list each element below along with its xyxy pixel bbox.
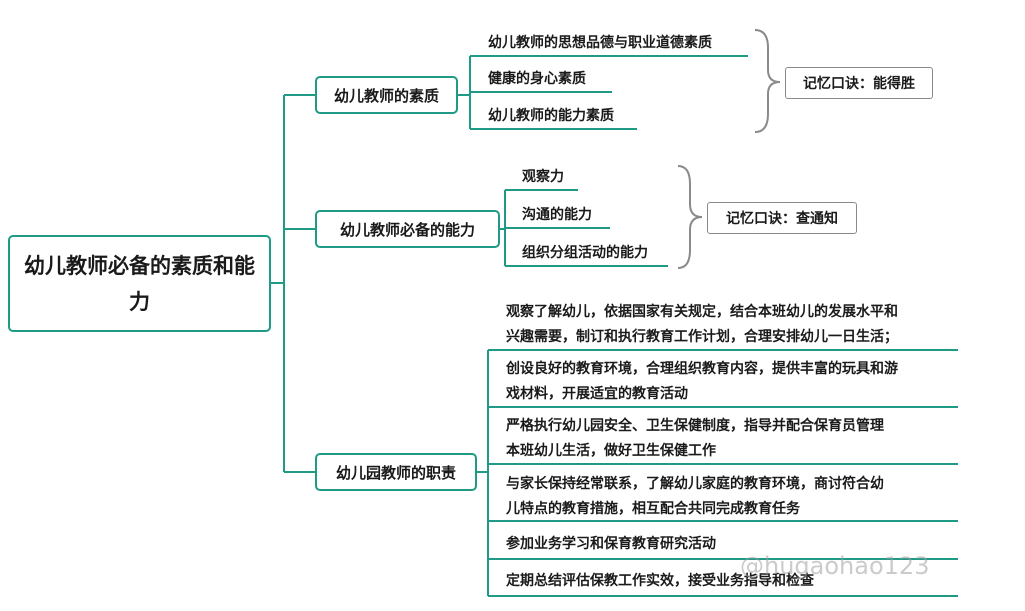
- leaf-item: 幼儿教师的能力素质: [488, 108, 614, 124]
- duty-item: 定期总结评估保教工作实效，接受业务指导和检查: [506, 569, 814, 594]
- duty-line: 创设良好的教育环境，合理组织教育内容，提供丰富的玩具和游: [506, 361, 898, 377]
- leaf-item: 观察力: [522, 169, 564, 185]
- watermark: @hugaohao123: [740, 552, 930, 580]
- brace-2: [677, 165, 703, 269]
- leaf-item: 幼儿教师的思想品德与职业道德素质: [488, 35, 712, 51]
- mnemonic-box: 记忆口诀：查通知: [707, 202, 857, 234]
- duty-line: 观察了解幼儿，依据国家有关规定，结合本班幼儿的发展水平和: [506, 304, 898, 320]
- duty-line: 严格执行幼儿园安全、卫生保健制度，指导并配合保育员管理: [506, 418, 884, 434]
- duty-item: 参加业务学习和保育教育研究活动: [506, 532, 716, 557]
- branch-label: 幼儿园教师的职责: [335, 463, 456, 482]
- branch-node-qualities: 幼儿教师的素质: [315, 76, 458, 114]
- branch-node-duties: 幼儿园教师的职责: [315, 453, 477, 491]
- root-title: 幼儿教师必备的素质和能力: [24, 253, 255, 314]
- branch-label: 幼儿教师的素质: [333, 86, 439, 105]
- branch-label: 幼儿教师必备的能力: [339, 220, 475, 239]
- duty-item: 严格执行幼儿园安全、卫生保健制度，指导并配合保育员管理 本班幼儿生活，做好卫生保…: [506, 414, 884, 464]
- duty-item: 观察了解幼儿，依据国家有关规定，结合本班幼儿的发展水平和 兴趣需要，制订和执行教…: [506, 300, 898, 350]
- duty-item: 与家长保持经常联系，了解幼儿家庭的教育环境，商讨符合幼 儿特点的教育措施，相互配…: [506, 472, 884, 522]
- leaf-item: 沟通的能力: [522, 207, 592, 223]
- branch-node-abilities: 幼儿教师必备的能力: [315, 210, 500, 248]
- root-node: 幼儿教师必备的素质和能力: [8, 235, 271, 332]
- leaf-item: 健康的身心素质: [488, 71, 586, 87]
- leaf-item: 组织分组活动的能力: [522, 245, 648, 261]
- brace-1: [754, 29, 781, 133]
- duty-line: 定期总结评估保教工作实效，接受业务指导和检查: [506, 573, 814, 589]
- duty-line: 参加业务学习和保育教育研究活动: [506, 536, 716, 552]
- duty-line: 儿特点的教育措施，相互配合共同完成教育任务: [506, 501, 800, 517]
- duty-line: 戏材料，开展适宜的教育活动: [506, 386, 688, 402]
- mnemonic-box: 记忆口诀：能得胜: [785, 67, 933, 99]
- duty-line: 本班幼儿生活，做好卫生保健工作: [506, 443, 716, 459]
- duty-line: 兴趣需要，制订和执行教育工作计划，合理安排幼儿一日生活；: [506, 329, 898, 345]
- duty-line: 与家长保持经常联系，了解幼儿家庭的教育环境，商讨符合幼: [506, 476, 884, 492]
- duty-item: 创设良好的教育环境，合理组织教育内容，提供丰富的玩具和游 戏材料，开展适宜的教育…: [506, 357, 898, 407]
